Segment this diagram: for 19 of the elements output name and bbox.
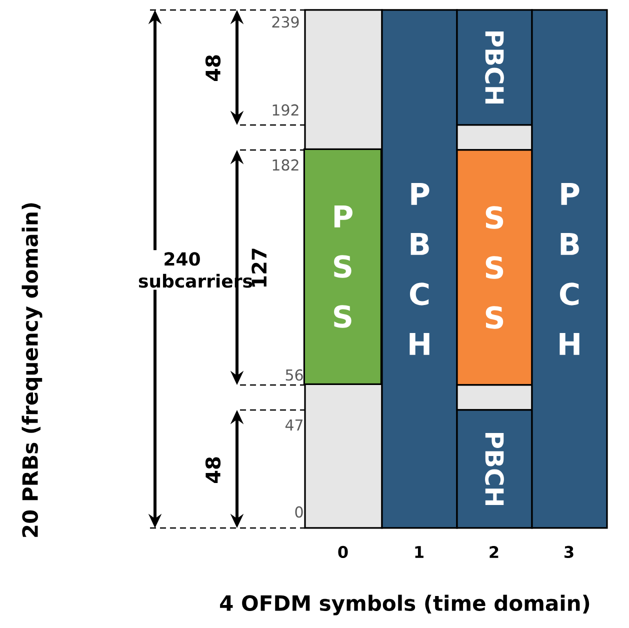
pss-block: P S S: [303, 148, 382, 385]
column-label: 1: [415, 546, 424, 558]
column-label: 3: [564, 546, 574, 558]
dimension-label: 127: [252, 248, 266, 287]
tick-label: 239: [272, 16, 299, 28]
axis-title: 4 OFDM symbols (time domain): [220, 594, 590, 616]
sss-block: S S S: [456, 149, 533, 386]
tick-label: 0: [295, 506, 303, 518]
column-label: 2: [490, 546, 498, 558]
dimension-label: 48: [205, 55, 221, 81]
tick-label: 47: [285, 420, 303, 430]
dimension-label: 48: [205, 457, 221, 483]
pbch-block: PBCH: [456, 9, 533, 126]
empty-block: [456, 384, 533, 411]
axis-title: 20 PRBs (frequency domain): [22, 203, 42, 537]
empty-block: [456, 124, 533, 151]
tick-label: 192: [272, 104, 298, 116]
column-label: 0: [338, 546, 348, 558]
pbch-block: PBCH: [456, 409, 533, 529]
